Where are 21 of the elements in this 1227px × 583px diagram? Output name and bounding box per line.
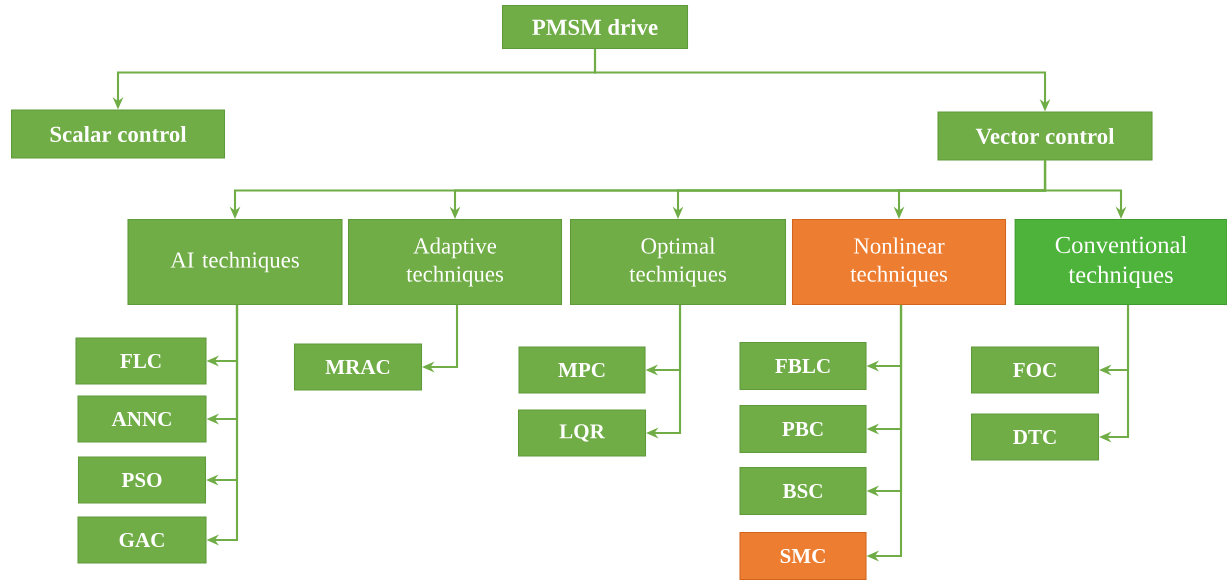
method-box: PBC [739, 405, 867, 454]
technique-box: AI techniques [127, 218, 343, 306]
method-box: MRAC [293, 343, 423, 391]
method-box: ANNC [77, 395, 207, 443]
technique-box: Optimal techniques [570, 218, 787, 306]
category-box: Vector control [937, 111, 1153, 161]
method-box: MPC [518, 346, 646, 394]
root-box: PMSM drive [502, 4, 689, 50]
technique-box: Conventional techniques [1014, 218, 1227, 306]
method-box: BSC [739, 467, 867, 516]
category-box: Scalar control [10, 109, 226, 159]
method-box: FBLC [739, 341, 867, 391]
method-box: PSO [77, 456, 207, 504]
method-box: FOC [971, 346, 1100, 394]
method-box: SMC [739, 532, 867, 581]
method-box: LQR [518, 409, 647, 457]
method-box: GAC [77, 516, 207, 564]
method-box: DTC [971, 413, 1100, 461]
method-box: FLC [75, 337, 207, 385]
technique-box: Adaptive techniques [348, 218, 563, 306]
technique-box: Nonlinear techniques [792, 218, 1007, 306]
